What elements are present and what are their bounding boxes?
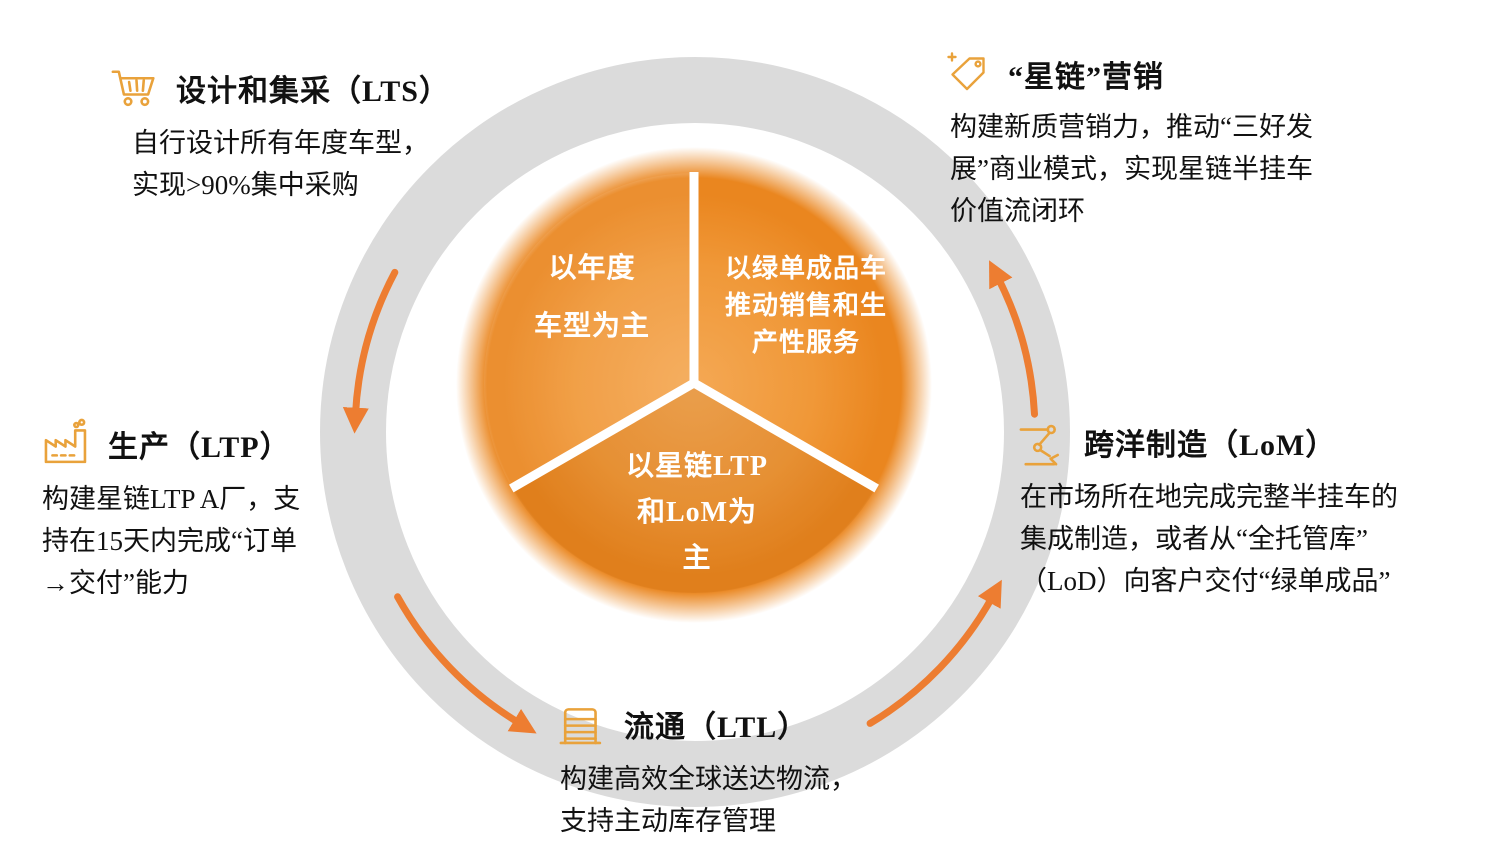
flow-arrow-bottom-left [394, 593, 537, 734]
factory-icon [40, 418, 92, 470]
flow-arrow-right-up [989, 260, 1038, 418]
section-body-ltl: 构建高效全球送达物流， 支持主动库存管理 [560, 764, 857, 836]
pie-divider-down-right [691, 379, 879, 493]
pie-divider-down-left [509, 379, 697, 493]
section-body-ltp: 构建星链LTP A厂，支 持在15天内完成“订单 →交付”能力 [42, 484, 301, 598]
section-body-lom: 在市场所在地完成完整半挂车的 集成制造，或者从“全托管库” （LoD）向客户交付… [1020, 482, 1398, 596]
section-title-ltp: 生产（LTP） [108, 431, 291, 464]
section-header: 设计和集采（LTS） [108, 62, 528, 114]
section-title-marketing: “星链”营销 [1008, 61, 1164, 94]
section-distribution-ltl: 流通（LTL） 构建高效全球送达物流， 支持主动库存管理 [556, 698, 986, 842]
section-header: “星链”营销 [944, 50, 1474, 98]
segment-label-ltp-lom: 以星链LTP 和LoM为 主 [626, 451, 768, 574]
price-tag-icon [944, 50, 992, 98]
section-title-ltl: 流通（LTL） [624, 711, 809, 744]
section-title-lts: 设计和集采（LTS） [176, 75, 450, 108]
section-design-lts: 设计和集采（LTS） 自行设计所有年度车型， 实现>90%集中采购 [108, 62, 528, 206]
section-overseas-lom: 跨洋制造（LoM） 在市场所在地完成完整半挂车的 集成制造，或者从“全托管库” … [1016, 416, 1490, 602]
section-body-lts: 自行设计所有年度车型， 实现>90%集中采购 [132, 128, 429, 200]
flow-arrow-bottom-right [866, 579, 1002, 727]
section-marketing: “星链”营销 构建新质营销力，推动“三好发 展”商业模式，实现星链半挂车 价值流… [944, 50, 1474, 232]
section-header: 跨洋制造（LoM） [1016, 416, 1490, 468]
segment-label-annual-models: 以年度 车型为主 [533, 253, 650, 342]
section-production-ltp: 生产（LTP） 构建星链LTP A厂，支 持在15天内完成“订单 →交付”能力 [40, 418, 380, 604]
robot-arm-icon [1016, 416, 1068, 468]
shopping-cart-icon [108, 62, 160, 114]
section-header: 生产（LTP） [40, 418, 380, 470]
section-header: 流通（LTL） [556, 698, 986, 750]
segment-label-green-order-sales: 以绿单成品车 推动销售和生 产性服务 [724, 254, 887, 357]
section-title-lom: 跨洋制造（LoM） [1084, 429, 1337, 462]
section-body-marketing: 构建新质营销力，推动“三好发 展”商业模式，实现星链半挂车 价值流闭环 [950, 112, 1313, 226]
flow-arrow-left-down [342, 268, 399, 434]
warehouse-icon [556, 698, 608, 750]
